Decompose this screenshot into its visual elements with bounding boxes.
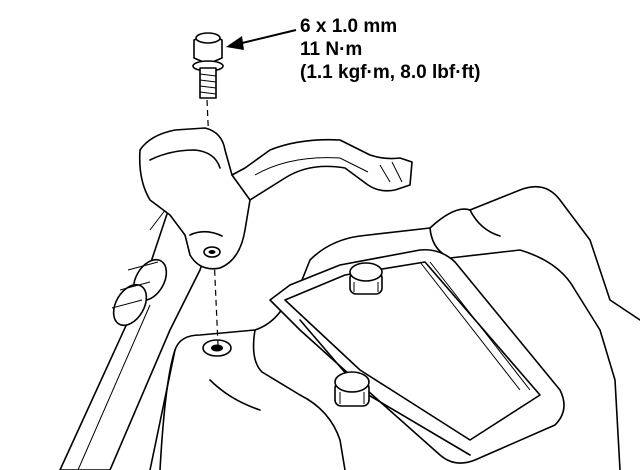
mounting-hole	[202, 339, 232, 357]
flange-bolt	[192, 32, 224, 99]
plate-bolt-lower	[334, 371, 370, 407]
callout-arrow	[226, 29, 297, 50]
bolt-size-label: 6 x 1.0 mm	[300, 16, 398, 37]
stabilizer-bushing	[111, 258, 168, 327]
bracket-hole	[203, 246, 221, 258]
mounting-plate	[269, 248, 565, 464]
torque-alt-label: (1.1 kgf·m, 8.0 lbf·ft)	[300, 62, 481, 83]
torque-nm-label: 11 N·m	[300, 39, 363, 60]
stabilizer-bracket	[138, 127, 413, 270]
plate-bolt-upper	[349, 262, 383, 295]
subframe-panel	[149, 185, 640, 470]
